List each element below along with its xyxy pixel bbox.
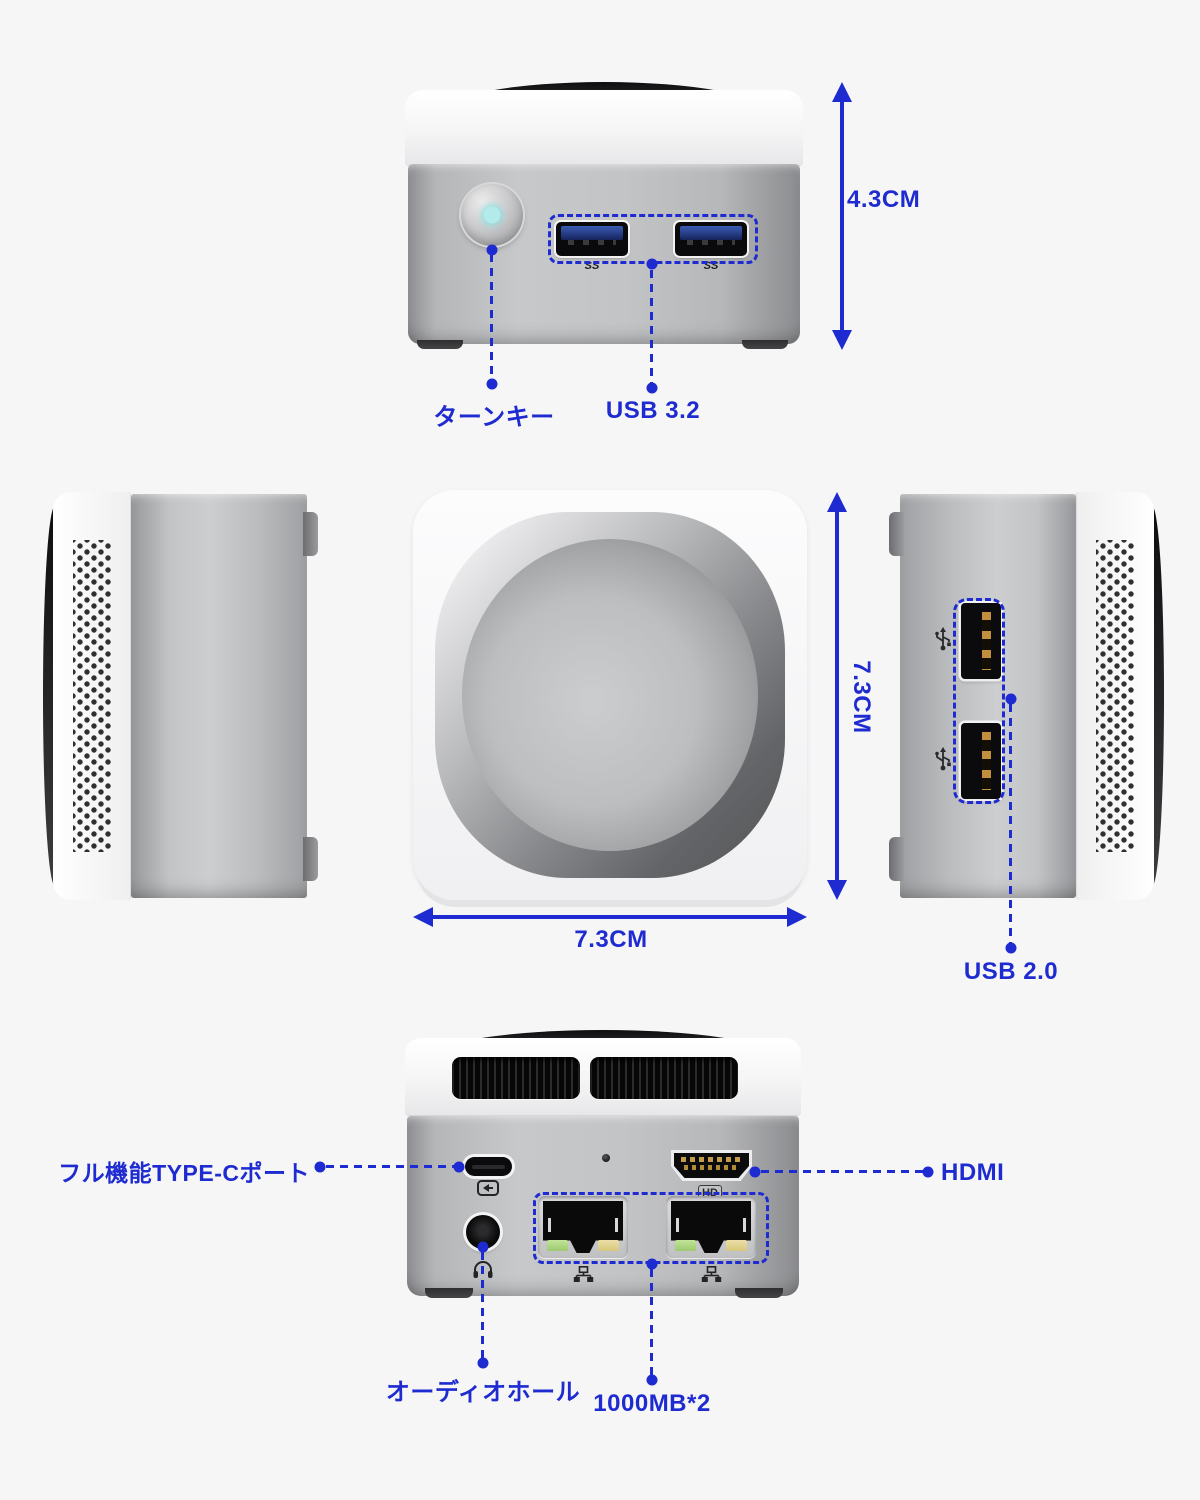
network-icon	[573, 1266, 594, 1282]
type-c-label: フル機能TYPE-Cポート	[58, 1160, 310, 1186]
callout-line-audio	[481, 1252, 484, 1358]
power-delivery-icon	[477, 1180, 499, 1196]
right-side-view	[888, 492, 1164, 900]
front-foot-left	[417, 340, 463, 349]
width-value: 7.3CM	[574, 926, 648, 953]
hdmi-port	[671, 1150, 752, 1181]
callout-line-typec	[326, 1165, 454, 1168]
callout-dot	[314, 1161, 326, 1173]
callout-line-power	[490, 254, 493, 380]
left-foot-top	[303, 512, 318, 556]
power-button	[461, 184, 523, 246]
rear-foot-left	[425, 1288, 473, 1298]
left-side-view	[43, 492, 319, 900]
callout-line-usb2	[1009, 704, 1012, 944]
right-foot-bottom	[889, 837, 904, 881]
callout-dot	[486, 244, 498, 256]
right-vent-holes	[1096, 540, 1134, 852]
ethernet-port-1	[538, 1196, 628, 1258]
audio-label: オーディオホール	[385, 1379, 581, 1406]
front-view: SS SS	[405, 80, 803, 349]
callout-line-hdmi	[761, 1170, 923, 1173]
lan-led-yellow	[726, 1240, 747, 1251]
lan-led-green	[547, 1240, 568, 1251]
usb2-ports-highlight	[953, 598, 1005, 804]
top-view	[413, 490, 807, 900]
usb3-port-1	[556, 222, 628, 256]
callout-dot	[646, 1374, 658, 1386]
network-icon	[701, 1266, 722, 1282]
top-plate	[413, 490, 807, 900]
callout-line-lan	[650, 1269, 653, 1375]
reset-pinhole	[602, 1154, 610, 1162]
depth-value: 7.3CM	[848, 660, 875, 734]
height-value: 4.3CM	[847, 186, 921, 213]
rear-view: HD	[405, 1030, 801, 1302]
usb2-port-1	[961, 603, 1001, 679]
callout-dot	[646, 258, 658, 270]
usb3-label: USB 3.2	[605, 397, 701, 424]
callout-dot	[486, 378, 498, 390]
callout-dot	[749, 1166, 761, 1178]
callout-line-usb3	[650, 270, 653, 384]
callout-dot	[477, 1241, 489, 1253]
usb2-label: USB 2.0	[963, 958, 1059, 985]
callout-dot	[453, 1161, 465, 1173]
front-foot-right	[742, 340, 788, 349]
callout-dot	[646, 382, 658, 394]
rear-vent-grille-left	[452, 1057, 580, 1099]
usb2-port-2	[961, 723, 1001, 799]
front-top-cap	[405, 90, 803, 166]
rear-vent-grille-right	[590, 1057, 738, 1099]
lan-led-yellow	[598, 1240, 619, 1251]
rear-foot-right	[735, 1288, 783, 1298]
callout-dot	[646, 1258, 658, 1270]
left-body	[131, 494, 307, 898]
right-body	[900, 494, 1076, 898]
top-metal-inset	[435, 512, 785, 878]
callout-dot	[1005, 693, 1017, 705]
power-led	[483, 206, 501, 224]
callout-dot	[922, 1166, 934, 1178]
lan-label: 1000MB*2	[593, 1390, 711, 1417]
usb3-ports-highlight	[548, 214, 758, 264]
top-metal-disc	[462, 539, 758, 851]
usb-icon	[935, 747, 951, 771]
height-dimension-arrow	[832, 82, 852, 350]
depth-dimension-arrow	[827, 492, 847, 900]
hdmi-label: HDMI	[941, 1159, 1005, 1186]
turnkey-label: ターンキー	[433, 404, 555, 431]
usb-icon	[935, 627, 951, 651]
lan-led-green	[675, 1240, 696, 1251]
callout-dot	[477, 1357, 489, 1369]
ethernet-ports-highlight	[533, 1192, 769, 1264]
left-foot-bottom	[303, 837, 318, 881]
left-vent-holes	[73, 540, 111, 852]
type-c-port	[465, 1157, 512, 1176]
hdmi-port-hole	[674, 1153, 749, 1178]
ethernet-port-2	[666, 1196, 756, 1258]
callout-dot	[1005, 942, 1017, 954]
width-dimension-arrow	[413, 907, 807, 927]
right-foot-top	[889, 512, 904, 556]
usb3-port-2	[675, 222, 747, 256]
